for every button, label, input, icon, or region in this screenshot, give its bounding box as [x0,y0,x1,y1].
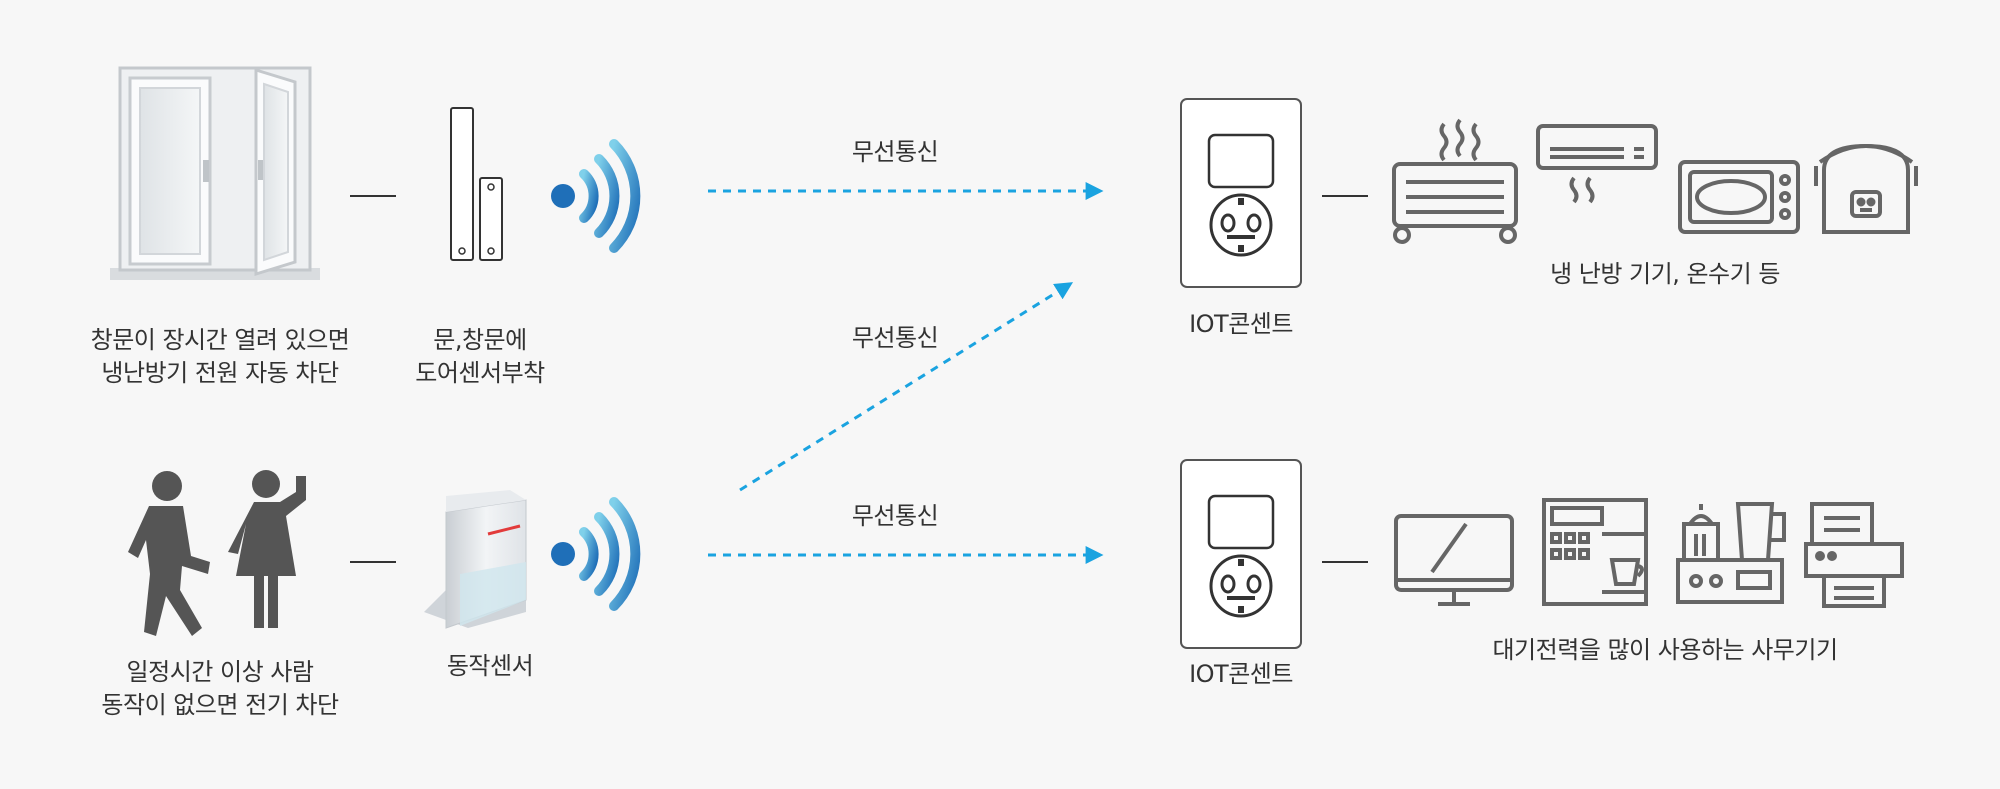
door-sensor-icon [450,107,503,261]
wireless-arrow-diagonal [739,282,1074,492]
microwave-icon [1678,160,1800,234]
blender-icon [1676,502,1786,604]
monitor-icon [1394,514,1514,606]
wireless-label-middle: 무선통신 [851,324,939,352]
wireless-signal-icon [551,497,641,611]
window-caption: 창문이 장시간 열려 있으면 냉난방기 전원 자동 차단 [90,326,350,387]
wireless-label-top: 무선통신 [851,138,939,166]
people-caption: 일정시간 이상 사람 동작이 없으면 전기 차단 [101,658,339,719]
heater-icon [1392,118,1518,244]
rice-cooker-icon [1814,143,1918,234]
iot-outlet-label-top: IOT콘센트 [1189,310,1293,338]
iot-outlet-label-bottom: IOT콘센트 [1189,660,1293,688]
wireless-signal-icon [551,139,641,253]
heating-cooling-caption: 냉 난방 기기, 온수기 등 [1550,260,1780,288]
motion-sensor-icon [424,490,527,629]
iot-outlet-icon [1180,98,1302,288]
standing-woman-icon [228,470,306,628]
door-sensor-caption: 문,창문에 도어센서부착 [415,326,545,387]
office-equipment-caption: 대기전력을 많이 사용하는 사무기기 [1492,636,1838,664]
air-conditioner-icon [1536,124,1658,204]
iot-outlet-icon [1180,459,1302,649]
printer-icon [1804,502,1904,608]
motion-sensor-caption: 동작센서 [446,652,534,680]
coffee-machine-icon [1542,498,1648,606]
wireless-label-bottom: 무선통신 [851,502,939,530]
walking-man-icon [128,471,210,636]
window-icon [110,66,320,280]
